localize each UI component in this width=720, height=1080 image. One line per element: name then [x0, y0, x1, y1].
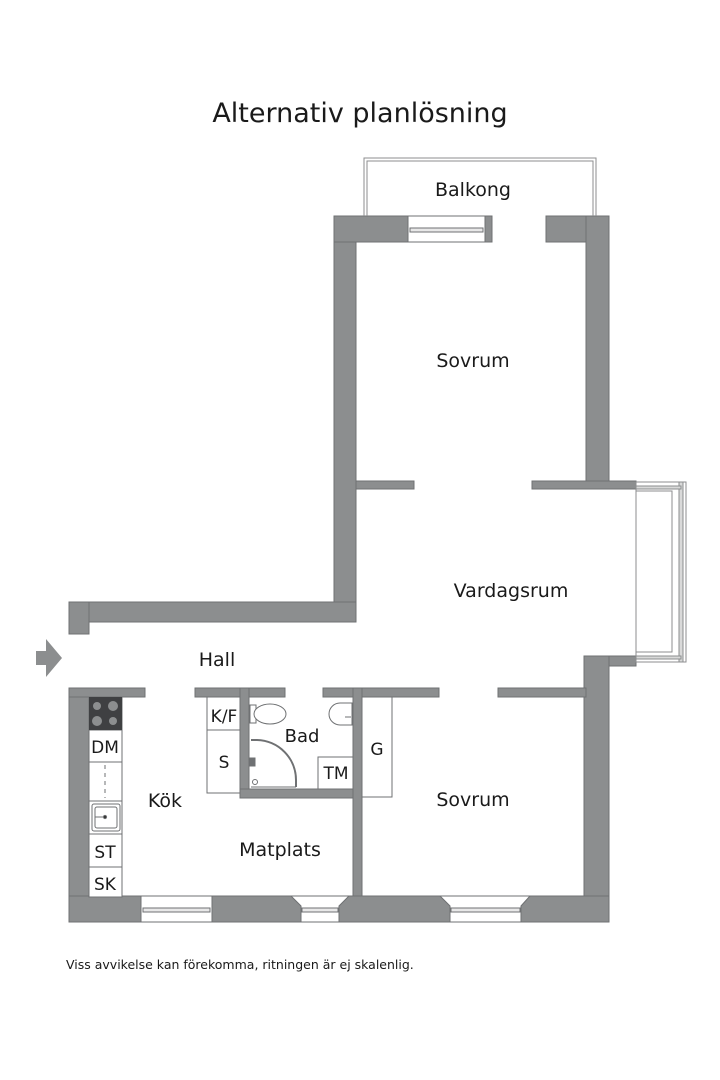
room-label-balkong: Balkong: [435, 179, 511, 201]
walls: [68, 215, 637, 923]
bay-window: [635, 481, 687, 663]
fixture-label-st: ST: [94, 843, 116, 863]
entrance-arrow-icon: [36, 639, 62, 677]
toilet-icon: [249, 703, 287, 725]
plan-title: Alternativ planlösning: [212, 98, 508, 129]
fixture-label-g: G: [370, 740, 383, 760]
room-label-bad: Bad: [285, 726, 320, 747]
washbasin-icon: [328, 702, 353, 726]
fixture-label-tm: TM: [322, 764, 348, 784]
room-label-sovrum-top: Sovrum: [436, 350, 509, 372]
fixture-label-sk: SK: [94, 875, 117, 895]
room-label-hall: Hall: [199, 649, 236, 671]
room-label-vardagsrum: Vardagsrum: [454, 580, 569, 602]
room-label-matplats: Matplats: [239, 839, 321, 861]
fixture-label-dm: DM: [91, 738, 119, 758]
balcony-railing: [363, 157, 597, 216]
windows: [140, 215, 532, 923]
room-label-sovrum-bottom: Sovrum: [436, 789, 509, 811]
fixture-label-s: S: [219, 753, 230, 773]
disclaimer-note: Viss avvikelse kan förekomma, ritningen …: [66, 957, 414, 972]
fixture-label-kf: K/F: [211, 707, 238, 727]
shower-icon: [249, 739, 297, 788]
closets: [206, 696, 393, 798]
kitchen-sink-icon: [91, 803, 121, 832]
stove-icon: [89, 697, 122, 730]
room-label-kok: Kök: [148, 790, 182, 812]
kitchen-counter: [88, 696, 123, 898]
